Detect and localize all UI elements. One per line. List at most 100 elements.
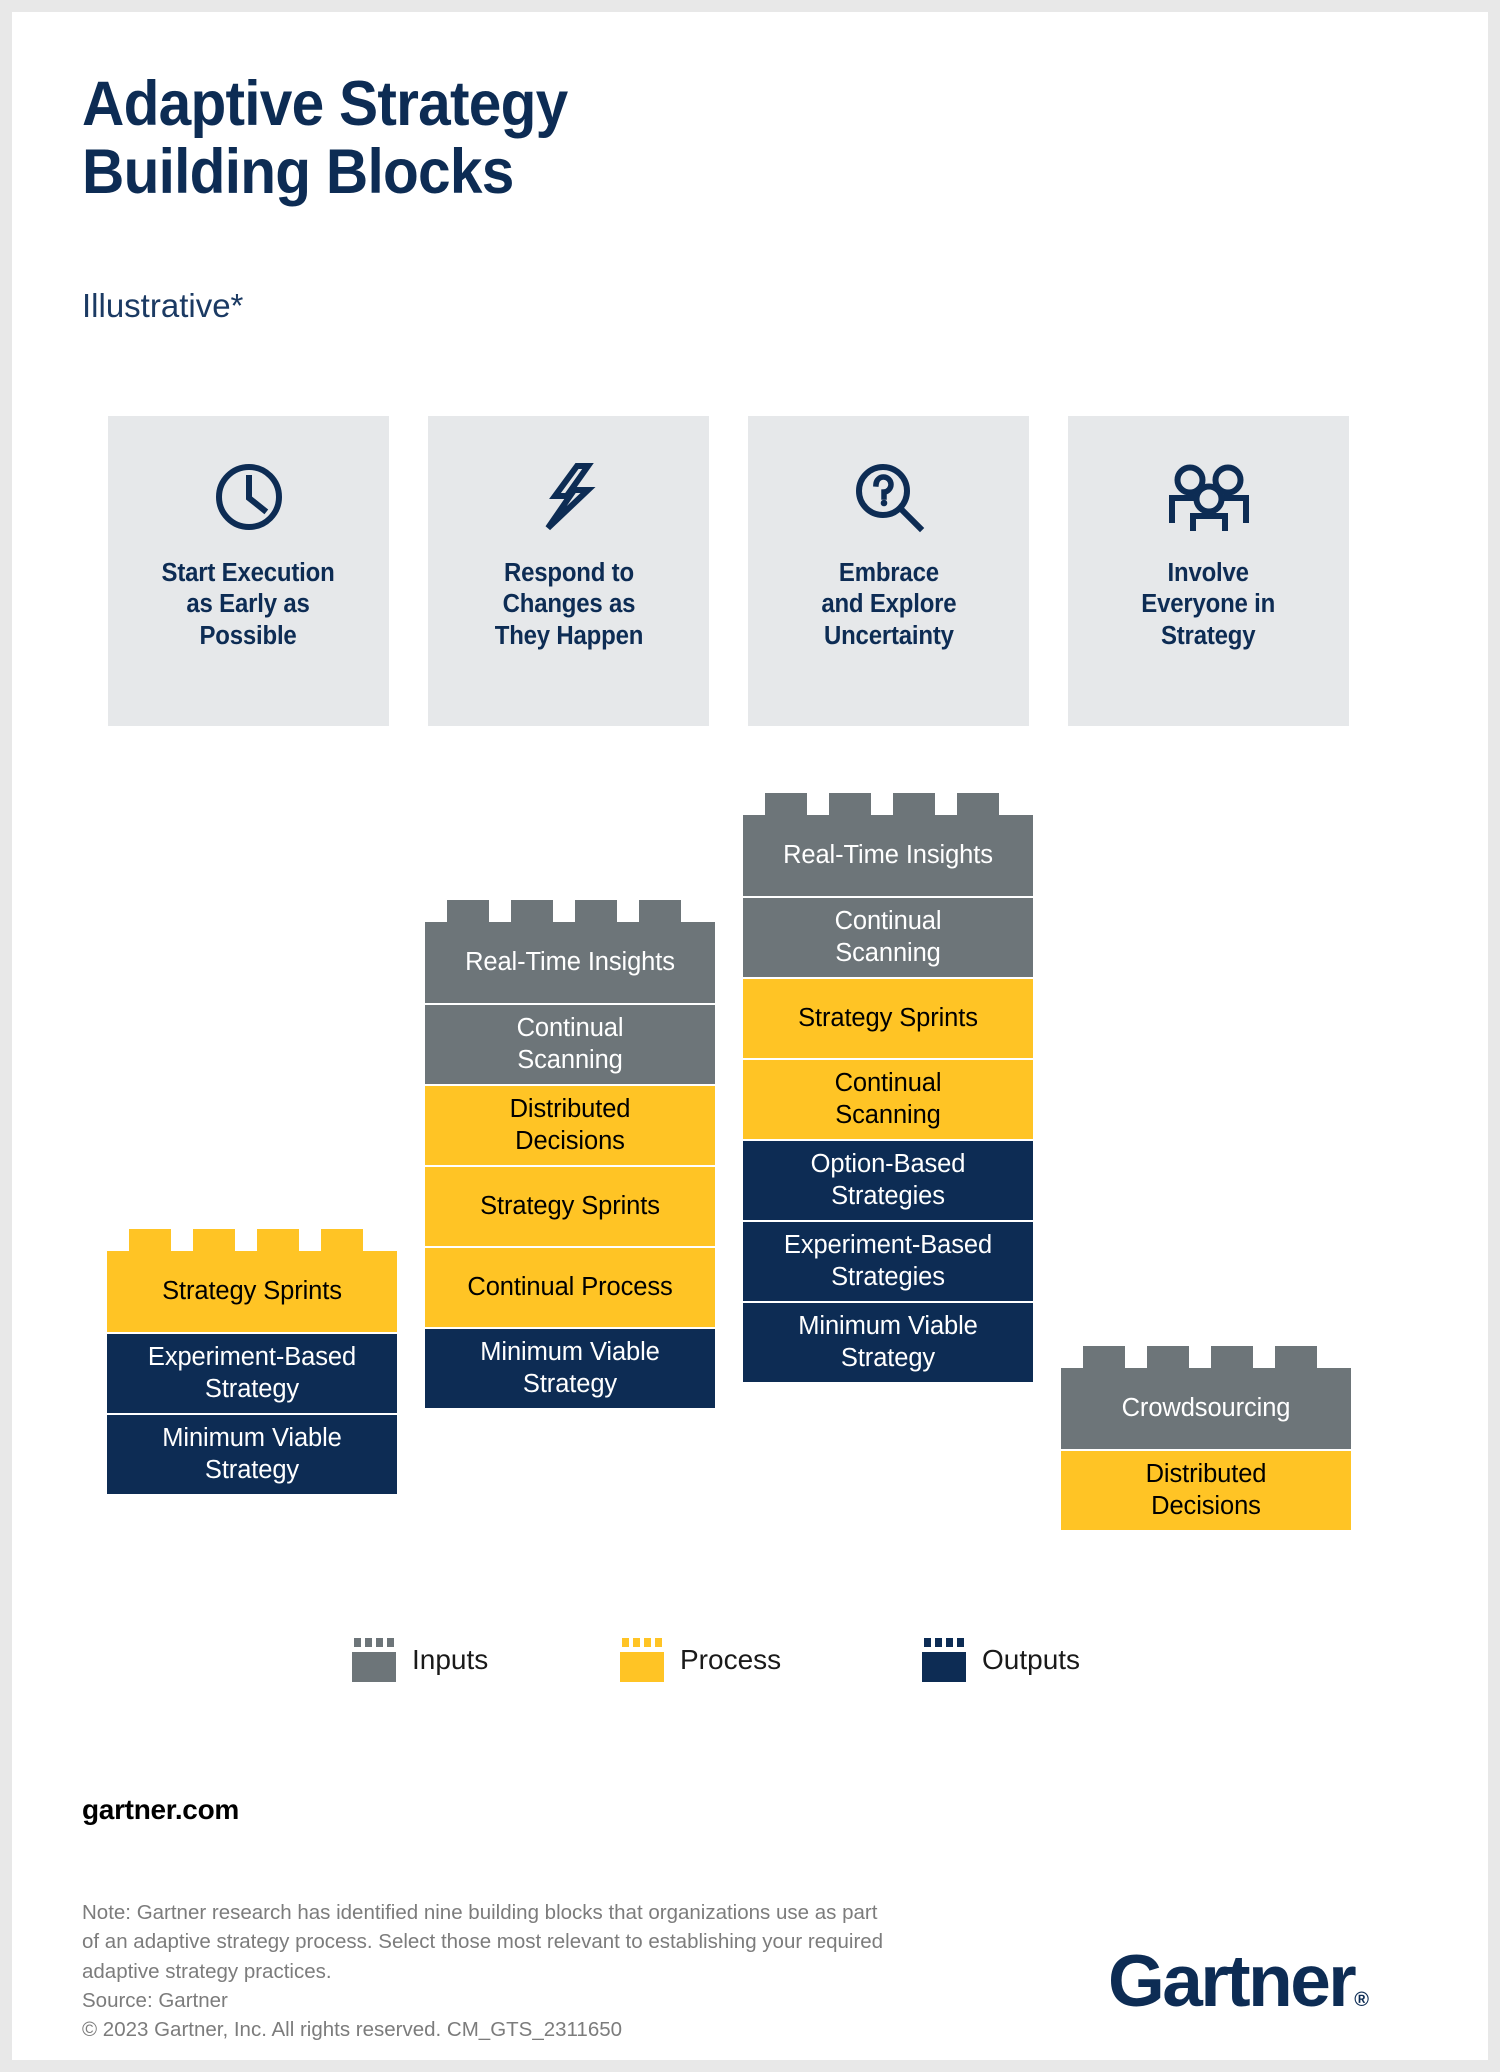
stud <box>633 1638 640 1647</box>
note-source: Source: Gartner <box>82 1988 228 2012</box>
label-line-2: Everyone in <box>1141 590 1276 619</box>
label-line-1: Respond to <box>503 559 634 587</box>
note-copyright: © 2023 Gartner, Inc. All rights reserved… <box>82 2018 623 2042</box>
stud <box>924 1638 931 1647</box>
stud <box>447 900 489 922</box>
brick-label: Strategy Sprints <box>798 1003 978 1032</box>
registered-trademark-icon: ® <box>1354 1989 1369 2011</box>
stud <box>193 1229 235 1251</box>
stack-studs <box>425 900 715 922</box>
page-subtitle: Illustrative* <box>82 287 244 324</box>
stud <box>644 1638 651 1647</box>
stud <box>387 1638 394 1647</box>
note-line-2: of an adaptive strategy process. Select … <box>82 1930 884 1954</box>
page-title-line-2: Building Blocks <box>82 137 514 208</box>
brick-body <box>352 1652 396 1682</box>
principle-card-label: Respond to Changes as They Happen <box>494 558 643 652</box>
stud <box>129 1229 171 1251</box>
brick: Continual Process <box>425 1246 715 1327</box>
gartner-logo-text: Gartner <box>1108 1941 1357 2022</box>
label-line-3: Strategy <box>1161 621 1256 650</box>
stud <box>957 793 999 815</box>
stud <box>622 1638 629 1647</box>
stud <box>765 793 807 815</box>
label-line-1: Start Execution <box>161 559 335 587</box>
brick: Real-Time Insights <box>425 922 715 1003</box>
label-line-3: They Happen <box>494 621 643 650</box>
brick-label: Real-Time Insights <box>465 947 675 976</box>
principle-card-start-execution: Start Execution as Early as Possible <box>108 416 389 726</box>
stud <box>376 1638 383 1647</box>
stud <box>957 1638 964 1647</box>
note-line-3: adaptive strategy practices. <box>82 1959 332 1983</box>
gartner-site-link[interactable]: gartner.com <box>82 1794 239 1825</box>
page-title-line-1: Adaptive Strategy <box>82 69 568 139</box>
clock-icon <box>210 458 288 536</box>
gartner-logo: Gartner® <box>1108 1940 1369 2023</box>
brick: Crowdsourcing <box>1061 1368 1351 1449</box>
principle-cards: Start Execution as Early as Possible Res… <box>108 416 1364 726</box>
stud <box>946 1638 953 1647</box>
magnifier-question-icon <box>850 458 928 536</box>
brick-label: Strategy Sprints <box>162 1276 342 1305</box>
stud <box>511 900 553 922</box>
label-line-2: and Explore <box>820 590 957 619</box>
principle-card-label: Involve Everyone in Strategy <box>1142 558 1276 652</box>
brick: Real-Time Insights <box>743 815 1033 896</box>
stud <box>1275 1346 1317 1368</box>
brick: Strategy Sprints <box>425 1165 715 1246</box>
stud <box>1147 1346 1189 1368</box>
brick-label: Crowdsourcing <box>1121 1393 1291 1422</box>
brick-body <box>620 1652 664 1682</box>
label-line-2: as Early as <box>186 590 311 619</box>
label-line-3: Uncertainty <box>823 621 954 650</box>
principle-card-label: Start Execution as Early as Possible <box>162 558 335 652</box>
label-line-2: Changes as <box>502 590 635 619</box>
page-title: Adaptive Strategy Building Blocks <box>82 70 919 206</box>
legend-item-process: Process <box>620 1638 781 1682</box>
stud <box>893 793 935 815</box>
lightning-bolt-icon <box>530 458 608 536</box>
legend-item-inputs: Inputs <box>352 1638 488 1682</box>
legend: Inputs Process Outputs <box>352 1638 1152 1698</box>
note-line-1: Note: Gartner research has identified ni… <box>82 1901 878 1924</box>
footnote: Note: Gartner research has identified ni… <box>82 1898 982 2045</box>
principle-card-label: Embrace and Explore Uncertainty <box>821 558 956 652</box>
stud <box>829 793 871 815</box>
brick-body <box>922 1652 966 1682</box>
principle-card-embrace-uncertainty: Embrace and Explore Uncertainty <box>748 416 1029 726</box>
label-line-3: Possible <box>199 621 298 650</box>
brick-label: Strategy Sprints <box>480 1191 660 1220</box>
stud <box>365 1638 372 1647</box>
people-group-icon <box>1165 458 1253 536</box>
stud <box>1211 1346 1253 1368</box>
label-line-1: Involve <box>1167 559 1250 587</box>
stack-studs <box>1061 1346 1351 1368</box>
stack-studs <box>743 793 1033 815</box>
legend-label: Process <box>680 1644 782 1675</box>
brick: Strategy Sprints <box>743 977 1033 1058</box>
legend-label: Inputs <box>412 1644 489 1675</box>
principle-card-respond-to-changes: Respond to Changes as They Happen <box>428 416 709 726</box>
stud <box>639 900 681 922</box>
stud <box>321 1229 363 1251</box>
